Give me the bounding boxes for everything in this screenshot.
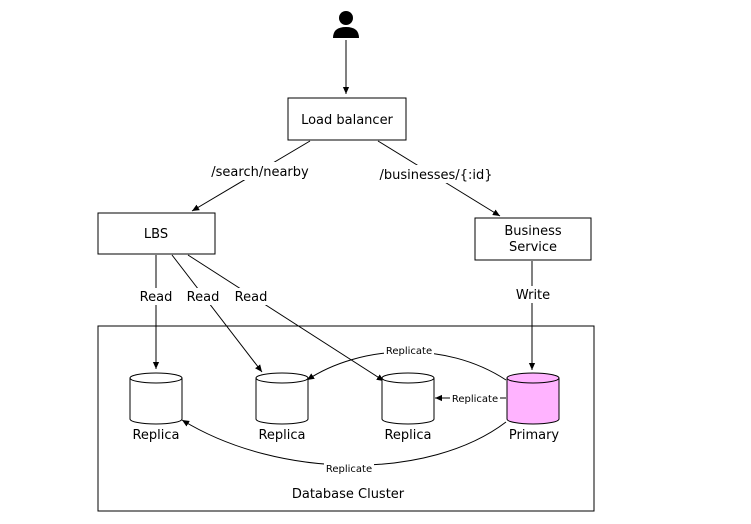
replicate-label-top: Replicate — [386, 346, 432, 357]
read-label-2: Read — [187, 290, 220, 305]
user-icon — [333, 11, 359, 38]
replica-db-3: Replica — [381, 372, 435, 443]
search-nearby-label: /search/nearby — [211, 165, 309, 180]
business-service-node: Business Service — [474, 217, 592, 261]
write-label: Write — [516, 288, 550, 303]
replica-label-1: Replica — [132, 428, 179, 443]
lbs-label: LBS — [144, 227, 168, 242]
primary-db: Primary — [506, 372, 560, 443]
replica-label-3: Replica — [384, 428, 431, 443]
read-label-3: Read — [235, 290, 268, 305]
replica-db-1: Replica — [129, 372, 183, 443]
business-service-label-line2: Service — [509, 240, 557, 255]
business-service-label-line1: Business — [504, 224, 562, 239]
businesses-id-label: /businesses/{:id} — [380, 168, 493, 183]
replicate-label-middle: Replicate — [452, 394, 498, 405]
lbs-node: LBS — [97, 212, 216, 255]
load-balancer-node: Load balancer — [287, 97, 407, 141]
primary-label: Primary — [509, 428, 560, 443]
read-label-1: Read — [140, 290, 173, 305]
replica-label-2: Replica — [258, 428, 305, 443]
load-balancer-label: Load balancer — [301, 113, 393, 128]
read-arrow-2 — [171, 254, 263, 373]
replicate-label-bottom: Replicate — [326, 464, 372, 475]
replica-db-2: Replica — [255, 372, 309, 443]
database-cluster-label: Database Cluster — [292, 487, 405, 502]
